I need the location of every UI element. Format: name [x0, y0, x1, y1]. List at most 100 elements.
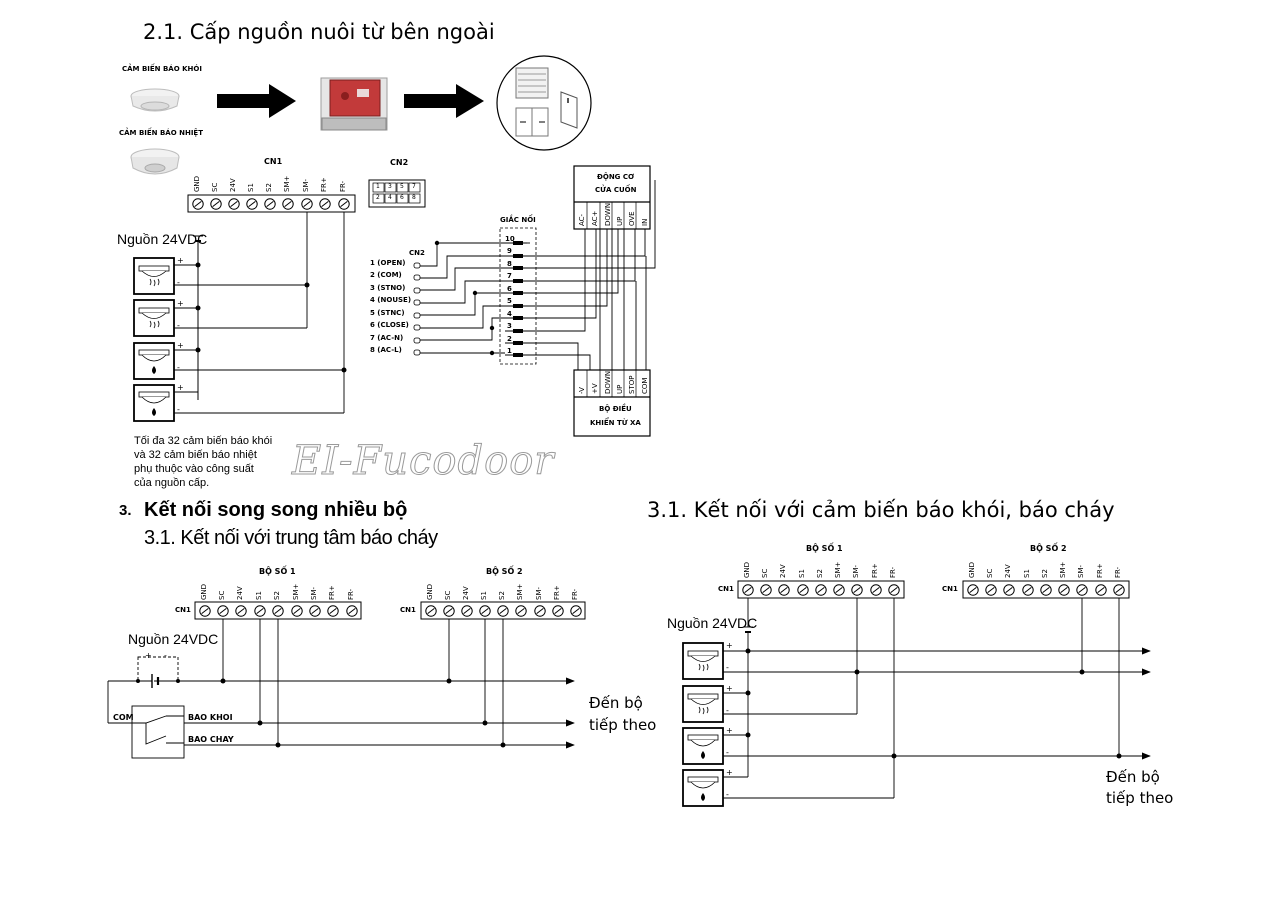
smoke-sensor-symbol: [682, 642, 724, 680]
cn2-pin-label: 7 (AC-N): [370, 334, 404, 342]
unit1-terminal-label: S1: [255, 591, 263, 600]
sensor-wiring: [174, 212, 345, 414]
cn2-pin-label: 5 (STNC): [370, 309, 405, 317]
cn2-number: 4: [388, 194, 392, 201]
unit1-terminal-block-right: [737, 580, 905, 599]
plug-pin-heads: [434, 240, 523, 357]
cn1-label-left: CN1: [175, 606, 191, 614]
unit2-terminal-label: S2: [498, 591, 506, 600]
minus-sign: -: [177, 278, 180, 287]
unit1-label-right: BỘ SỐ 1: [806, 544, 843, 553]
cn1-terminal-label: S1: [247, 183, 255, 192]
r-unit1-terminal-label: SM+: [834, 561, 842, 578]
cn1-terminal-label: FR-: [339, 180, 347, 192]
plus-sign: +: [177, 341, 184, 350]
section-3-number: 3.: [119, 502, 132, 519]
r-unit1-terminal-label: FR+: [871, 563, 879, 578]
power-label: Nguồn 24VDC: [117, 231, 208, 247]
motor-terminal-label: IN: [641, 218, 649, 226]
cn1-terminal-label: SM-: [302, 178, 310, 192]
next-unit-text-right: tiếp theo: [1106, 789, 1174, 807]
remote-terminal-label: COM: [641, 377, 649, 394]
cn2-number: 6: [400, 194, 404, 201]
motor-terminal-label: AC-: [578, 213, 586, 226]
remote-title: BỘ ĐIỀU: [599, 405, 632, 413]
cn1-label-right-unit2: CN1: [942, 585, 958, 593]
cn2-number: 1: [376, 183, 380, 190]
motor-title: ĐỘNG CƠ: [597, 173, 635, 181]
note-line: và 32 cảm biến báo nhiệt: [134, 449, 257, 461]
next-unit-text-left: tiếp theo: [589, 716, 657, 734]
plus-sign: +: [726, 641, 733, 650]
unit1-terminal-label: SM-: [310, 586, 318, 600]
cn1-terminal-block: [187, 194, 356, 213]
r-unit2-terminal-label: S1: [1023, 569, 1031, 578]
cn1-terminal-label: GND: [193, 175, 201, 192]
connector-pin-number: 6: [507, 285, 512, 293]
cn1-terminal-label: 24V: [229, 178, 237, 192]
plus-sign: +: [726, 768, 733, 777]
remote-terminal-label: UP: [616, 384, 624, 394]
parallel-wiring-right: [723, 598, 1151, 799]
cn2-pin-label: 2 (COM): [370, 271, 402, 279]
unit1-terminal-label: 24V: [236, 586, 244, 600]
cn1-label-right: CN1: [718, 585, 734, 593]
cn2-pin-label: 6 (CLOSE): [370, 321, 409, 329]
plus-sign: +: [726, 726, 733, 735]
cn1-label: CN1: [264, 157, 283, 166]
r-unit2-terminal-label: FR+: [1096, 563, 1104, 578]
r-unit1-terminal-label: SC: [761, 568, 769, 578]
junction-dots-left: [136, 678, 506, 748]
plus-sign: +: [177, 256, 184, 265]
r-unit2-terminal-label: SC: [986, 568, 994, 578]
cn2-connector: [368, 179, 426, 208]
minus-sign: -: [177, 321, 180, 330]
heat-sensor-symbol: [682, 769, 724, 807]
smoke-sensor-symbol: [133, 299, 175, 337]
smoke-sensor-caption: CẢM BIẾN BÁO KHÓI: [122, 65, 202, 73]
junction-dots: [195, 262, 347, 373]
unit2-terminal-block-left: [420, 601, 586, 620]
motor-terminal-label: AC+: [591, 210, 599, 226]
fire-alarm-label: BAO CHAY: [188, 735, 234, 744]
junction-dots-right: [745, 648, 1122, 759]
motor-terminal-label: OVE: [628, 211, 636, 226]
plus-sign: +: [726, 684, 733, 693]
minus-sign: -: [726, 790, 729, 799]
plug-connector: [499, 227, 537, 365]
unit2-terminal-label: FR+: [553, 585, 561, 600]
section-3-1-left-title: 3.1. Kết nối với trung tâm báo cháy: [144, 527, 438, 549]
cn2-pin-sockets: [413, 262, 421, 356]
connector-pin-number: 1: [507, 347, 512, 355]
big-arrow-icon: [404, 84, 484, 118]
unit1-label-left: BỘ SỐ 1: [259, 567, 296, 576]
plus-sign: +: [145, 651, 152, 660]
note-line: Tối đa 32 cảm biến báo khói: [134, 435, 273, 447]
r-unit1-terminal-label: SM-: [852, 564, 860, 578]
note-line: phụ thuộc vào công suất: [134, 463, 254, 475]
connector-pin-number: 8: [507, 260, 512, 268]
cn2-number: 7: [412, 183, 416, 190]
motor-terminal-label: DOWN: [604, 202, 612, 226]
unit1-terminal-label: S2: [273, 591, 281, 600]
cn2-number: 8: [412, 194, 416, 201]
unit1-terminal-label: SC: [218, 590, 226, 600]
unit2-terminal-label: 24V: [462, 586, 470, 600]
minus-sign: -: [726, 706, 729, 715]
r-unit1-terminal-label: S2: [816, 569, 824, 578]
minus-sign: -: [177, 405, 180, 414]
heat-sensor-symbol: [682, 727, 724, 765]
cn2-pin-label: 1 (OPEN): [370, 259, 406, 267]
rolling-door-image: [496, 55, 592, 151]
smoke-alarm-label: BAO KHOI: [188, 713, 233, 722]
connector-pin-number: 4: [507, 310, 512, 318]
cn2-small-label: CN2: [409, 249, 425, 257]
unit2-label-right: BỘ SỐ 2: [1030, 544, 1067, 553]
minus-sign: -: [726, 748, 729, 757]
r-unit2-terminal-label: SM-: [1077, 564, 1085, 578]
cn2-label: CN2: [390, 158, 409, 167]
r-unit2-terminal-label: SM+: [1059, 561, 1067, 578]
section-3-title: Kết nối song song nhiều bộ: [144, 499, 408, 521]
next-unit-text-right: Đến bộ: [1106, 768, 1160, 786]
minus-sign: -: [177, 363, 180, 372]
